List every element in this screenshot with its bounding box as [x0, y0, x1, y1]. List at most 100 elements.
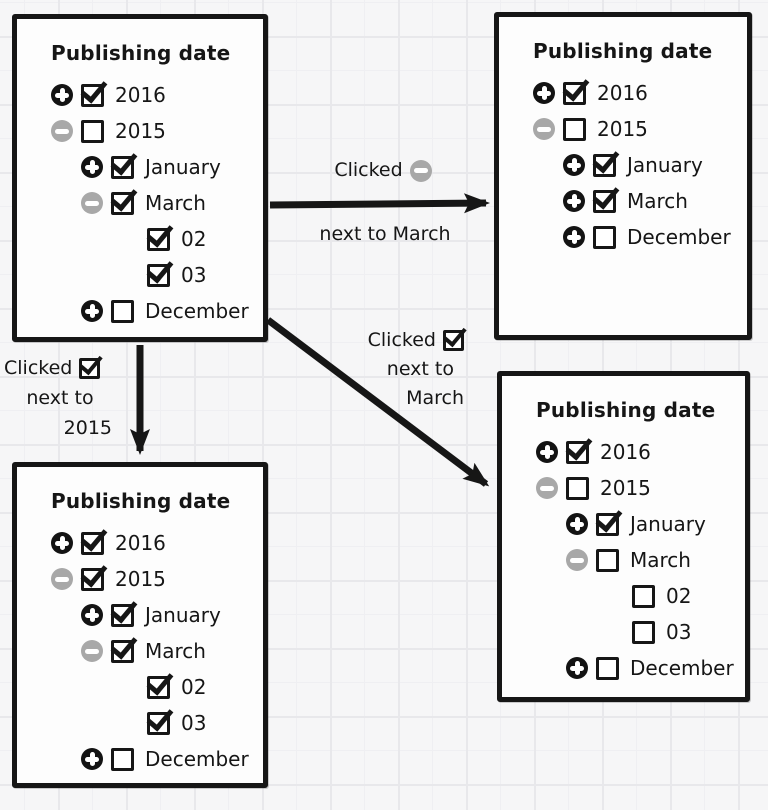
arrow-label-text: Clicked [367, 329, 436, 351]
arrow-label-text: next to March [319, 223, 451, 245]
checkbox[interactable] [81, 119, 104, 143]
checked-checkbox-icon [79, 357, 101, 379]
filter-panel-after-uncheck-march: Publishing date 2016 2015 January March … [497, 371, 750, 702]
tree-row-label: December [630, 656, 734, 680]
checkbox[interactable] [593, 225, 616, 249]
checkbox[interactable] [147, 711, 170, 735]
checkbox[interactable] [593, 153, 616, 177]
tree-row-label: 02 [181, 227, 207, 251]
tree-row-label: 02 [666, 584, 692, 608]
checkbox[interactable] [81, 567, 104, 591]
panel-title: Publishing date [536, 398, 716, 422]
filter-panel-after-check-2015: Publishing date 2016 2015 January March … [12, 462, 268, 788]
tree-row: March [502, 542, 745, 578]
arrow-label-uncheck-march: Clicked next to March [340, 326, 464, 413]
tree-row: 2016 [499, 75, 747, 111]
collapse-minus-icon[interactable] [81, 192, 103, 214]
tree-row: 02 [502, 578, 745, 614]
tree-row: January [17, 597, 263, 633]
checkbox[interactable] [111, 639, 134, 663]
expand-plus-icon[interactable] [81, 748, 103, 770]
tree-row-label: January [627, 153, 703, 177]
collapse-minus-icon[interactable] [51, 120, 73, 142]
expand-plus-icon[interactable] [51, 532, 73, 554]
tree-row-label: December [627, 225, 731, 249]
collapse-minus-icon[interactable] [81, 640, 103, 662]
checkbox[interactable] [81, 531, 104, 555]
tree-row: December [499, 219, 747, 255]
arrow-collapse-march [269, 193, 490, 214]
checkbox[interactable] [563, 81, 586, 105]
tree-row-label: December [145, 747, 249, 771]
tree-row: 2016 [17, 77, 263, 113]
filter-tree: 2016 2015 January March 02 03 Dece [17, 525, 263, 777]
tree-row-label: 02 [181, 675, 207, 699]
checkbox[interactable] [147, 263, 170, 287]
checkbox[interactable] [596, 548, 619, 572]
checkbox[interactable] [632, 584, 655, 608]
tree-row: December [17, 741, 263, 777]
filter-panel-initial: Publishing date 2016 2015 January March … [12, 14, 268, 342]
tree-row: 2015 [17, 113, 263, 149]
checkbox[interactable] [147, 675, 170, 699]
tree-row: 03 [17, 257, 263, 293]
tree-row-label: March [145, 639, 206, 663]
checkbox[interactable] [566, 476, 589, 500]
checkbox[interactable] [596, 656, 619, 680]
tree-row-label: March [627, 189, 688, 213]
tree-row: March [17, 185, 263, 221]
tree-row-label: 2015 [597, 117, 648, 141]
filter-panel-after-collapse-march: Publishing date 2016 2015 January March … [494, 12, 752, 340]
panel-title: Publishing date [51, 489, 231, 513]
checkbox[interactable] [566, 440, 589, 464]
expand-plus-icon[interactable] [81, 300, 103, 322]
expand-plus-icon[interactable] [81, 156, 103, 178]
arrow-label-text: Clicked [4, 357, 73, 379]
expand-plus-icon[interactable] [533, 82, 555, 104]
checkbox[interactable] [111, 747, 134, 771]
tree-row: January [502, 506, 745, 542]
tree-row-label: December [145, 299, 249, 323]
expand-plus-icon[interactable] [51, 84, 73, 106]
tree-row-label: 2016 [600, 440, 651, 464]
collapse-minus-icon[interactable] [566, 549, 588, 571]
expand-plus-icon[interactable] [563, 190, 585, 212]
checked-checkbox-icon [443, 330, 464, 351]
arrow-label-text: March [406, 387, 464, 409]
expand-plus-icon[interactable] [566, 657, 588, 679]
collapse-minus-icon[interactable] [533, 118, 555, 140]
tree-row: 2015 [502, 470, 745, 506]
expand-plus-icon[interactable] [563, 226, 585, 248]
panel-title: Publishing date [51, 41, 231, 65]
collapse-minus-icon[interactable] [536, 477, 558, 499]
expand-plus-icon[interactable] [536, 441, 558, 463]
checkbox[interactable] [593, 189, 616, 213]
tree-row: 03 [17, 705, 263, 741]
checkbox[interactable] [81, 83, 104, 107]
tree-row: 03 [502, 614, 745, 650]
expand-plus-icon[interactable] [566, 513, 588, 535]
checkbox[interactable] [632, 620, 655, 644]
tree-row: 2016 [502, 434, 745, 470]
tree-row-label: 2015 [600, 476, 651, 500]
checkbox[interactable] [111, 155, 134, 179]
tree-row-label: March [145, 191, 206, 215]
minus-circle-icon [409, 159, 432, 182]
expand-plus-icon[interactable] [563, 154, 585, 176]
checkbox[interactable] [563, 117, 586, 141]
panel-title: Publishing date [533, 39, 713, 63]
tree-row-label: March [630, 548, 691, 572]
arrow-label-text: next to [386, 358, 454, 380]
checkbox[interactable] [111, 299, 134, 323]
tree-row-label: 2016 [115, 531, 166, 555]
checkbox[interactable] [147, 227, 170, 251]
tree-row: 2016 [17, 525, 263, 561]
checkbox[interactable] [111, 191, 134, 215]
tree-row-label: 03 [181, 711, 207, 735]
expand-plus-icon[interactable] [81, 604, 103, 626]
tree-row-label: January [145, 155, 221, 179]
checkbox[interactable] [111, 603, 134, 627]
checkbox[interactable] [596, 512, 619, 536]
collapse-minus-icon[interactable] [51, 568, 73, 590]
tree-row: March [17, 633, 263, 669]
